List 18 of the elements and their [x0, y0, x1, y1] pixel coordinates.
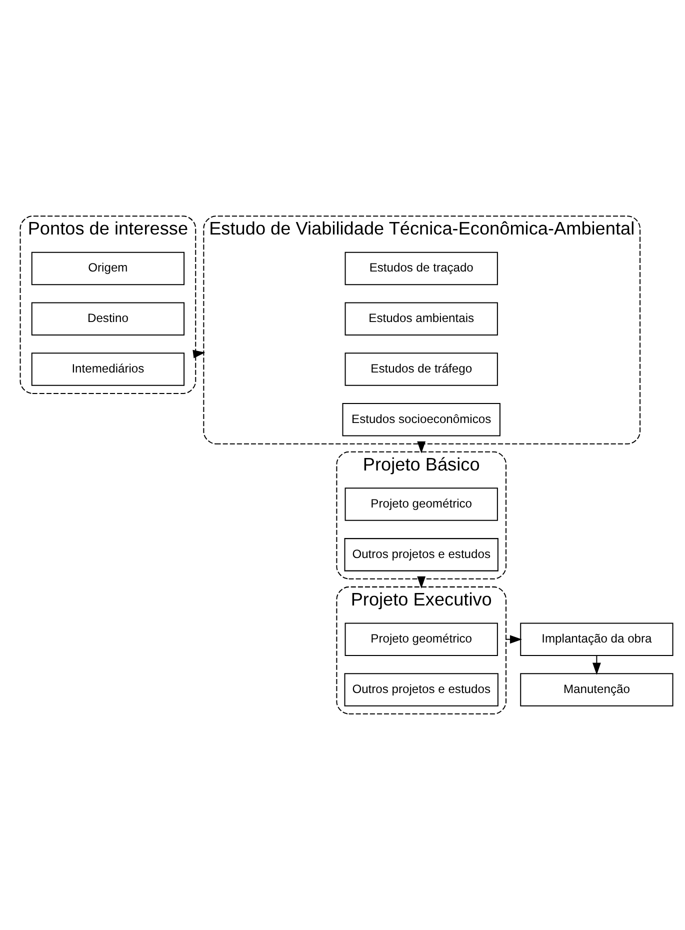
arrow: [592, 656, 601, 675]
node-box: Estudos de tráfego: [344, 352, 498, 386]
node-box: Outros projetos e estudos: [344, 673, 498, 706]
arrow: [506, 635, 522, 644]
node-box: Destino: [31, 302, 185, 336]
node-box: Origem: [31, 252, 185, 286]
node-box: Estudos socioeconômicos: [342, 403, 500, 436]
node-box: Projeto geométrico: [344, 488, 498, 521]
arrow: [417, 576, 426, 588]
node-box: Projeto geométrico: [344, 622, 498, 656]
node-box: Estudos de traçado: [344, 252, 498, 286]
node-box: Intemediários: [31, 352, 185, 386]
node-box: Estudos ambientais: [344, 302, 498, 336]
node-box: Implantação da obra: [520, 622, 674, 656]
node-box: Manutenção: [520, 673, 674, 706]
arrow: [417, 441, 426, 454]
node-box: Outros projetos e estudos: [344, 538, 498, 572]
arrow: [192, 350, 206, 358]
